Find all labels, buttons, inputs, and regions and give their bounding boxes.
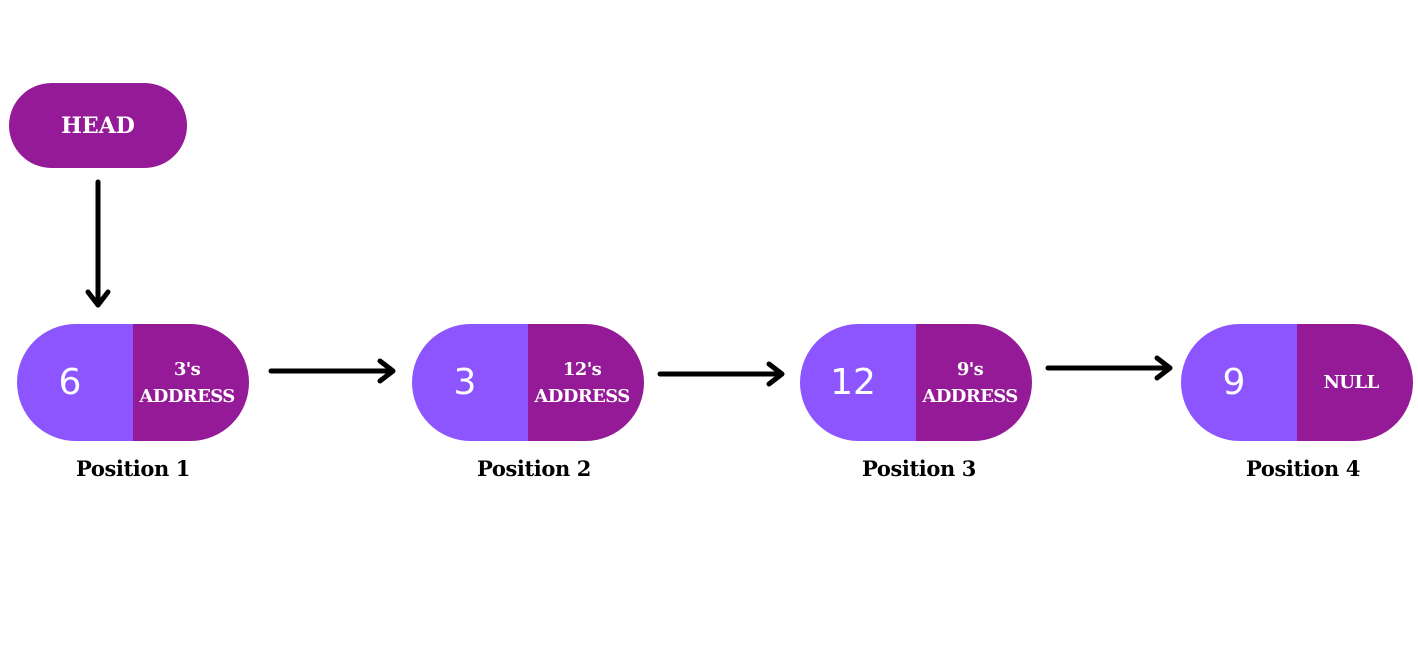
node-data-field: 12 — [800, 324, 916, 441]
position-label-4: Position 4 — [1246, 456, 1360, 481]
position-label-3: Position 3 — [862, 456, 976, 481]
position-label-2: Position 2 — [477, 456, 591, 481]
pointer-target: 3's — [173, 358, 201, 380]
head-pointer-box: HEAD — [9, 83, 187, 168]
node-data-field: 9 — [1181, 324, 1297, 441]
list-node-3: 12 9's ADDRESS — [800, 324, 1032, 441]
node-pointer-field: 3's ADDRESS — [133, 324, 249, 441]
position-label-1: Position 1 — [76, 456, 190, 481]
list-node-1: 6 3's ADDRESS — [17, 324, 249, 441]
list-node-2: 3 12's ADDRESS — [412, 324, 644, 441]
pointer-address-label: ADDRESS — [922, 385, 1018, 407]
node-value: 9 — [1222, 362, 1246, 403]
node-pointer-field: 12's ADDRESS — [528, 324, 644, 441]
node-data-field: 6 — [17, 324, 133, 441]
node-data-field: 3 — [412, 324, 528, 441]
pointer-target: NULL — [1323, 372, 1379, 393]
node-value: 6 — [58, 362, 82, 403]
head-arrow — [85, 179, 111, 308]
list-node-4: 9 NULL — [1181, 324, 1413, 441]
arrow-node3-to-node4 — [1045, 355, 1173, 381]
head-label: HEAD — [61, 112, 135, 139]
node-pointer-field: 9's ADDRESS — [916, 324, 1032, 441]
node-pointer-field: NULL — [1297, 324, 1413, 441]
pointer-address-label: ADDRESS — [534, 385, 630, 407]
pointer-target: 12's — [562, 358, 602, 380]
arrow-node2-to-node3 — [657, 361, 785, 387]
pointer-target: 9's — [956, 358, 984, 380]
pointer-address-label: ADDRESS — [139, 385, 235, 407]
arrow-node1-to-node2 — [268, 358, 396, 384]
node-value: 3 — [453, 362, 477, 403]
node-value: 12 — [830, 362, 876, 403]
